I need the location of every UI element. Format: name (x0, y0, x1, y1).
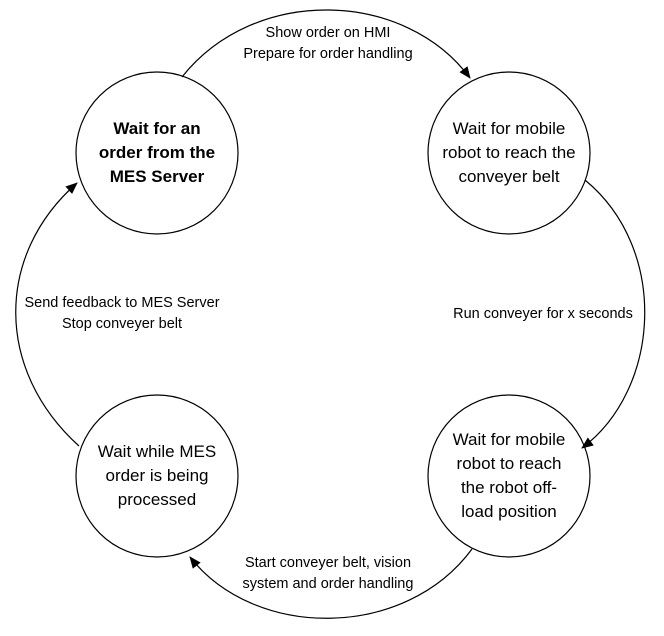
transition-label-s1-s2: Show order on HMI Prepare for order hand… (218, 23, 438, 65)
transition-label-line: Stop conveyer belt (61, 316, 183, 332)
state-label-line: order from the (98, 143, 216, 162)
state-label-line: robot to reach (456, 454, 562, 473)
transition-label-line: system and order handling (242, 576, 414, 592)
transition-arrow-s4-s1 (15, 182, 80, 447)
state-label-line: Wait for mobile (452, 430, 566, 449)
state-label-line: the robot off- (460, 478, 558, 497)
transition-label-line: Send feedback to MES Server (24, 295, 220, 311)
state-circle-s4 (75, 394, 239, 558)
state-label-s3: Wait for mobile robot to reach the robot… (434, 426, 584, 526)
state-label-line: processed (117, 490, 197, 509)
state-circle-s1 (75, 71, 239, 235)
transition-label-s4-s1: Send feedback to MES Server Stop conveye… (12, 293, 232, 335)
transition-label-line: Run conveyer for x seconds (453, 306, 633, 322)
state-label-s1: Wait for an order from the MES Server (87, 103, 227, 203)
transition-label-line: Prepare for order handling (243, 46, 413, 62)
state-label-line: robot to reach the (442, 143, 576, 162)
state-label-s4: Wait while MES order is being processed (87, 426, 227, 526)
state-label-line: conveyer belt (458, 167, 560, 186)
state-label-s2: Wait for mobile robot to reach the conve… (429, 103, 589, 203)
state-label-line: order is being (105, 466, 209, 485)
transition-label-s3-s4: Start conveyer belt, vision system and o… (218, 553, 438, 595)
transition-arrow-s2-s3 (581, 179, 646, 449)
state-label-line: MES Server (109, 167, 205, 186)
transition-arrow-s3-s4 (189, 548, 473, 619)
transition-label-line: Show order on HMI (265, 25, 391, 41)
state-label-line: Wait while MES (97, 442, 217, 461)
state-circle-s2 (427, 71, 591, 235)
state-label-line: Wait for an (113, 119, 201, 138)
state-label-line: Wait for mobile (452, 119, 566, 138)
state-circle-s3 (427, 394, 591, 558)
transition-label-line: Start conveyer belt, vision (244, 555, 412, 571)
transition-arrow-s1-s2 (181, 9, 471, 79)
state-label-line: load position (461, 502, 557, 521)
transition-label-s2-s3: Run conveyer for x seconds (438, 304, 648, 325)
